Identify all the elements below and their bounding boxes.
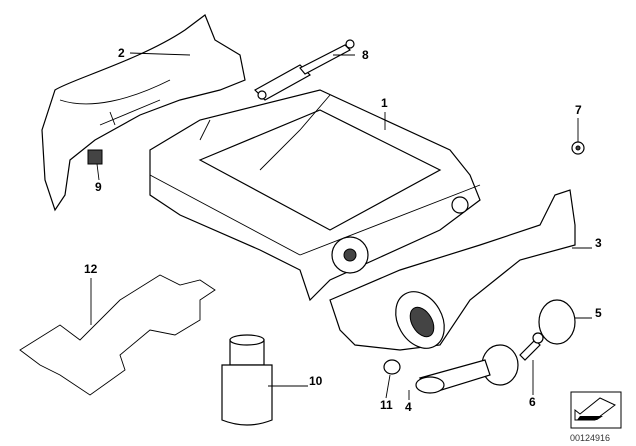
label-4: 4 xyxy=(405,400,412,414)
label-2: 2 xyxy=(118,46,125,60)
arrow-back-icon xyxy=(570,391,622,429)
label-9: 9 xyxy=(95,180,102,194)
part-5-cap xyxy=(538,299,576,345)
part-3-outer-trim xyxy=(329,189,576,351)
label-1: 1 xyxy=(381,96,388,110)
part-4-cover xyxy=(415,344,519,394)
part-7-screw xyxy=(571,141,585,155)
label-11: 11 xyxy=(380,398,393,412)
part-9-clip xyxy=(87,149,103,165)
part-10-bottle xyxy=(221,334,273,426)
part-2-trim-panel xyxy=(41,14,246,212)
part-11-washer xyxy=(383,359,401,375)
leader-lines xyxy=(90,52,592,400)
label-8: 8 xyxy=(362,48,369,62)
part-12-wire-frame xyxy=(19,274,216,396)
label-10: 10 xyxy=(309,374,323,388)
part-8-gas-spring xyxy=(254,39,355,101)
label-6: 6 xyxy=(529,395,536,409)
label-3: 3 xyxy=(595,236,602,250)
label-7: 7 xyxy=(575,103,582,117)
diagram-id: 00124916 xyxy=(570,433,611,443)
label-12: 12 xyxy=(84,262,98,276)
label-5: 5 xyxy=(595,306,602,320)
part-6-bolt xyxy=(519,332,544,361)
part-1-seat-frame xyxy=(149,89,481,302)
